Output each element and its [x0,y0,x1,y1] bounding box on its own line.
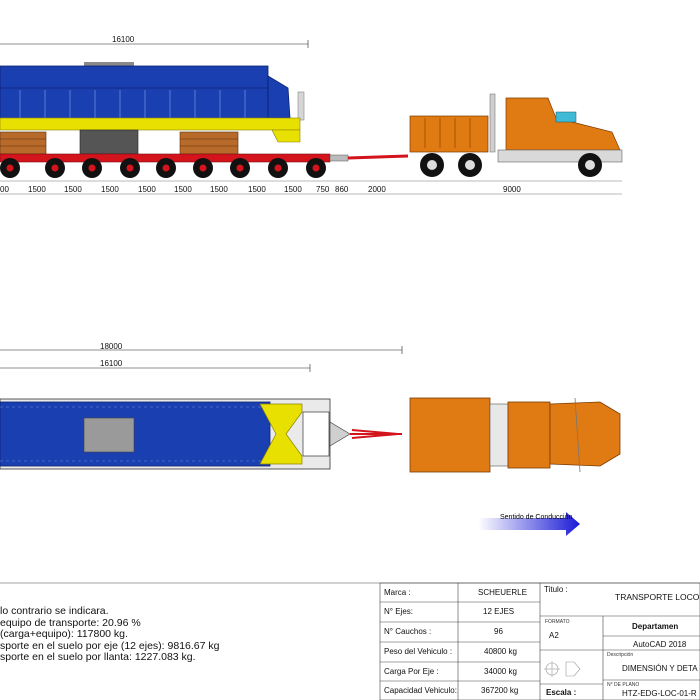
descripcion-label: Descripción [607,652,634,658]
logo-mark [544,661,581,677]
title-block-grid [0,582,700,700]
axle-spacing-label: 860 [335,185,349,194]
modular-trailer-side [0,153,409,178]
plan-inner-length: 16100 [100,359,123,368]
axle-spacing-label: 750 [316,185,330,194]
note-line: sporte en el suelo por llanta: 1227.083 … [0,651,196,663]
truck-tractor-plan [409,397,621,473]
trailer-wheel-hub [199,164,207,172]
trailer-wheel-hub [6,164,14,172]
spec-label: Peso del Vehiculo : [384,647,453,656]
formato-label: FORMATO [545,619,570,625]
trailer-wheel-hub [51,164,59,172]
trailer-wheel-hub [126,164,134,172]
spec-value: 96 [494,627,503,636]
trailer-wheel-hub [312,164,320,172]
note-line: (carga+equipo): 117800 kg. [0,628,128,640]
spec-value: 367200 kg [481,686,519,695]
side-view: 16100 [0,35,623,195]
descripcion-value: DIMENSIÓN Y DETA [622,664,698,673]
titulo-value: TRANSPORTE LOCO [615,592,700,602]
axle-spacing-label: 1500 [210,185,228,194]
trailer-wheels [0,158,326,178]
spec-value: SCHEUERLE [478,588,527,597]
titulo-label: Titulo : [544,585,568,594]
software: AutoCAD 2018 [633,640,687,649]
spec-value: 12 EJES [483,607,515,616]
driving-direction-arrow: Sentido de Conducción [478,512,580,536]
note-line: sporte en el suelo por eje (12 ejes): 98… [0,639,220,652]
spec-label: Carga Por Eje : [384,667,439,676]
axle-spacing-label: 2000 [368,185,386,194]
axle-spacing-label: 1500 [284,185,302,194]
trailer-wheel-hub [274,164,282,172]
escala-label: Escala : [546,688,577,697]
direction-label: Sentido de Conducción [500,514,572,521]
formato-value: A2 [549,631,559,640]
plano-label: N° DE PLANO [607,682,640,688]
axle-spacing-label: 1500 [174,185,192,194]
truck-tractor-side [409,93,623,177]
trailer-wheel-hub [88,164,96,172]
spec-label: Marca : [384,588,411,597]
note-line: equipo de transporte: 20.96 % [0,616,141,629]
spec-value: 34000 kg [484,667,517,676]
axle-spacing-label: 1500 [101,185,119,194]
side-overall-length: 16100 [112,35,135,44]
departamento: Departamen [632,622,679,631]
axle-spacing-dimensions: 00 1500 1500 1500 1500 1500 1500 1500 1500 750 860… [0,185,521,194]
axle-spacing-label: 00 [0,185,9,194]
locomotive-plan [0,398,351,470]
axle-spacing-label: 1500 [138,185,156,194]
trailer-wheel-hub [162,164,170,172]
truck-wheels [420,153,602,177]
plan-overall-length: 18000 [100,342,123,351]
axle-spacing-label: 9000 [503,185,521,194]
axle-spacing-label: 1500 [64,185,82,194]
general-notes: lo contrario se indicara. equipo de tran… [0,605,380,664]
trailer-wheel-hub [236,164,244,172]
spec-value: 40800 kg [484,647,517,656]
spec-label: Capacidad Vehiculo: [384,686,457,695]
spec-label: N° Cauchos : [384,627,432,636]
note-line: lo contrario se indicara. [0,605,109,617]
axle-spacing-label: 1500 [248,185,266,194]
spec-label: N° Ejes: [384,607,413,616]
plan-view: 18000 16100 [0,342,621,536]
locomotive-side [0,62,305,155]
plano-value: HTZ-EDG-LOC-01-R [622,689,697,698]
axle-spacing-label: 1500 [28,185,46,194]
